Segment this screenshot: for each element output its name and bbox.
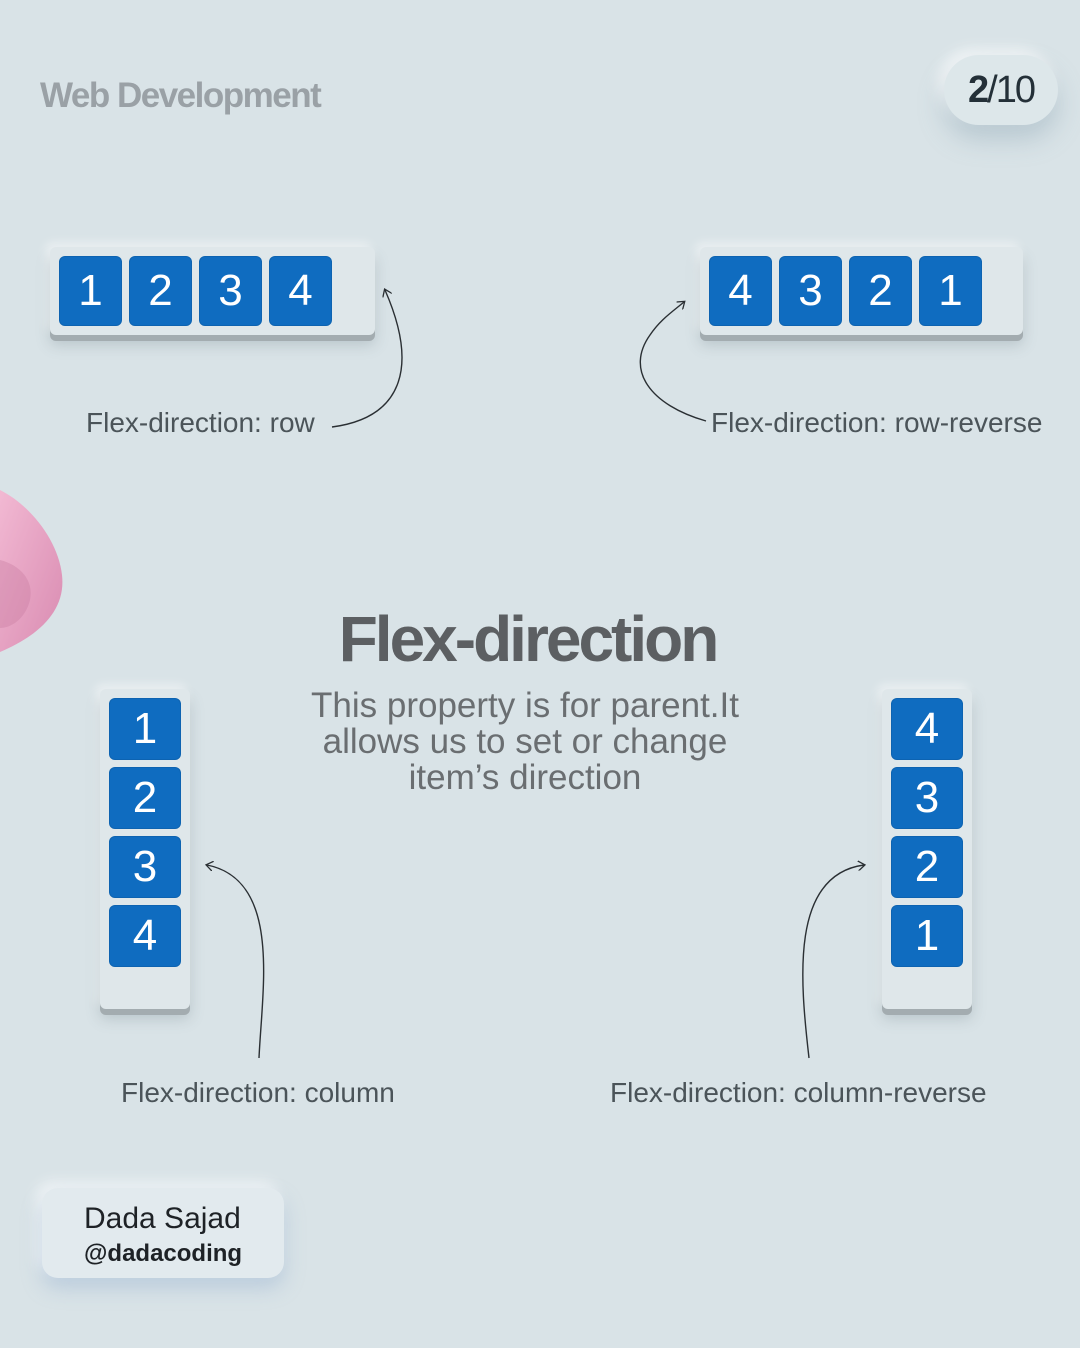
- flex-item-box: 4: [109, 905, 181, 967]
- flex-item-box: 4: [709, 256, 772, 326]
- flex-item-box: 1: [891, 905, 963, 967]
- page-current: 2: [968, 68, 989, 111]
- main-title: Flex-direction: [338, 603, 720, 675]
- row-reverse-example-container: 4 3 2 1: [700, 247, 1023, 335]
- row-reverse-arrow: [639, 302, 707, 422]
- column-reverse-arrow: [802, 865, 864, 1059]
- column-reverse-example-container: 4 3 2 1: [882, 689, 972, 1009]
- main-description: This property is for parent.It allows us…: [311, 686, 739, 797]
- flex-item-box: 3: [109, 836, 181, 898]
- column-caption: Flex-direction: column: [121, 1077, 395, 1108]
- flex-item-box: 2: [891, 836, 963, 898]
- column-reverse-caption: Flex-direction: column-reverse: [610, 1077, 987, 1108]
- flex-item-box: 3: [891, 767, 963, 829]
- page-indicator: 2/10: [944, 55, 1058, 125]
- row-caption: Flex-direction: row: [86, 407, 315, 438]
- flex-item-box: 1: [59, 256, 122, 326]
- flex-item-box: 3: [779, 256, 842, 326]
- flex-item-box: 4: [891, 698, 963, 760]
- flex-item-box: 2: [109, 767, 181, 829]
- flex-item-box: 2: [849, 256, 912, 326]
- flex-item-box: 2: [129, 256, 192, 326]
- flex-item-box: 1: [919, 256, 982, 326]
- author-name: Dada Sajad: [84, 1202, 241, 1235]
- author-handle: @dadacoding: [84, 1240, 243, 1267]
- flex-item-box: 3: [199, 256, 262, 326]
- flex-item-box: 4: [269, 256, 332, 326]
- row-example-container: 1 2 3 4: [50, 247, 375, 335]
- author-card: Dada Sajad @dadacoding: [42, 1188, 284, 1278]
- page-total: /10: [987, 68, 1036, 111]
- brand-title: Web Development: [40, 76, 322, 115]
- flex-item-box: 1: [109, 698, 181, 760]
- column-arrow: [207, 865, 265, 1059]
- column-example-container: 1 2 3 4: [100, 689, 190, 1009]
- row-reverse-caption: Flex-direction: row-reverse: [711, 407, 1043, 438]
